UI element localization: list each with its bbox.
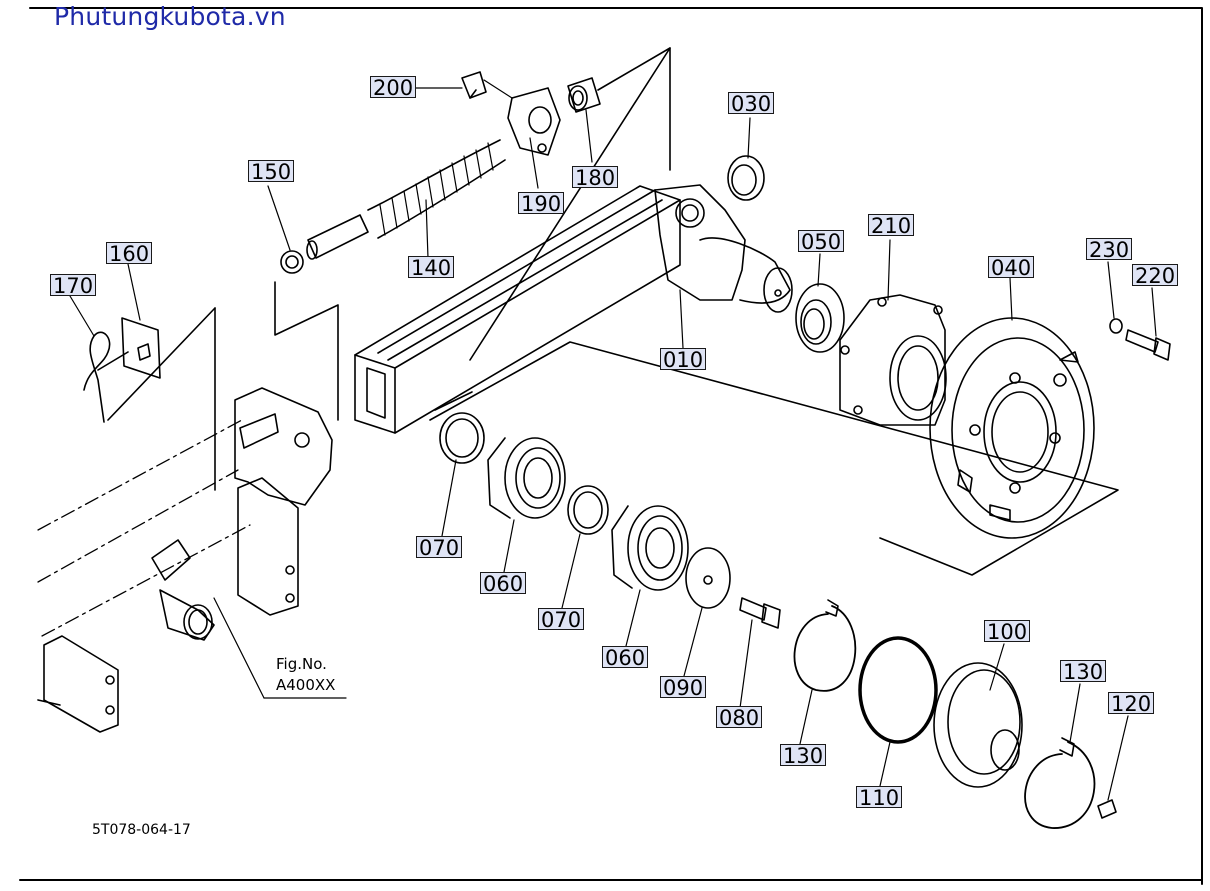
part-label-050[interactable]: 050	[798, 230, 845, 253]
part-label-170[interactable]: 170	[50, 274, 97, 297]
part-label-070-a[interactable]: 070	[416, 536, 463, 559]
site-watermark: Phutungkubota.vn	[54, 2, 286, 31]
part-label-100[interactable]: 100	[984, 620, 1031, 643]
part-label-040[interactable]: 040	[988, 256, 1035, 279]
part-label-220[interactable]: 220	[1132, 264, 1179, 287]
figure-ref-line2: A400XX	[276, 676, 336, 694]
part-label-200[interactable]: 200	[370, 76, 417, 99]
part-label-070-b[interactable]: 070	[538, 608, 585, 631]
part-label-190[interactable]: 190	[518, 192, 565, 215]
part-label-110[interactable]: 110	[856, 786, 903, 809]
part-label-150[interactable]: 150	[248, 160, 295, 183]
part-label-140[interactable]: 140	[408, 256, 455, 279]
drawing-code: 5T078-064-17	[92, 822, 191, 838]
part-label-010[interactable]: 010	[660, 348, 707, 371]
part-label-120[interactable]: 120	[1108, 692, 1155, 715]
part-label-130-a[interactable]: 130	[780, 744, 827, 767]
part-label-030[interactable]: 030	[728, 92, 775, 115]
part-label-060-a[interactable]: 060	[480, 572, 527, 595]
figure-reference: Fig.No. A400XX	[276, 654, 335, 696]
part-label-130-b[interactable]: 130	[1060, 660, 1107, 683]
part-label-160[interactable]: 160	[106, 242, 153, 265]
figure-ref-line1: Fig.No.	[276, 655, 327, 673]
part-label-180[interactable]: 180	[572, 166, 619, 189]
part-label-090[interactable]: 090	[660, 676, 707, 699]
part-label-060-b[interactable]: 060	[602, 646, 649, 669]
part-label-230[interactable]: 230	[1086, 238, 1133, 261]
part-label-210[interactable]: 210	[868, 214, 915, 237]
part-label-080[interactable]: 080	[716, 706, 763, 729]
